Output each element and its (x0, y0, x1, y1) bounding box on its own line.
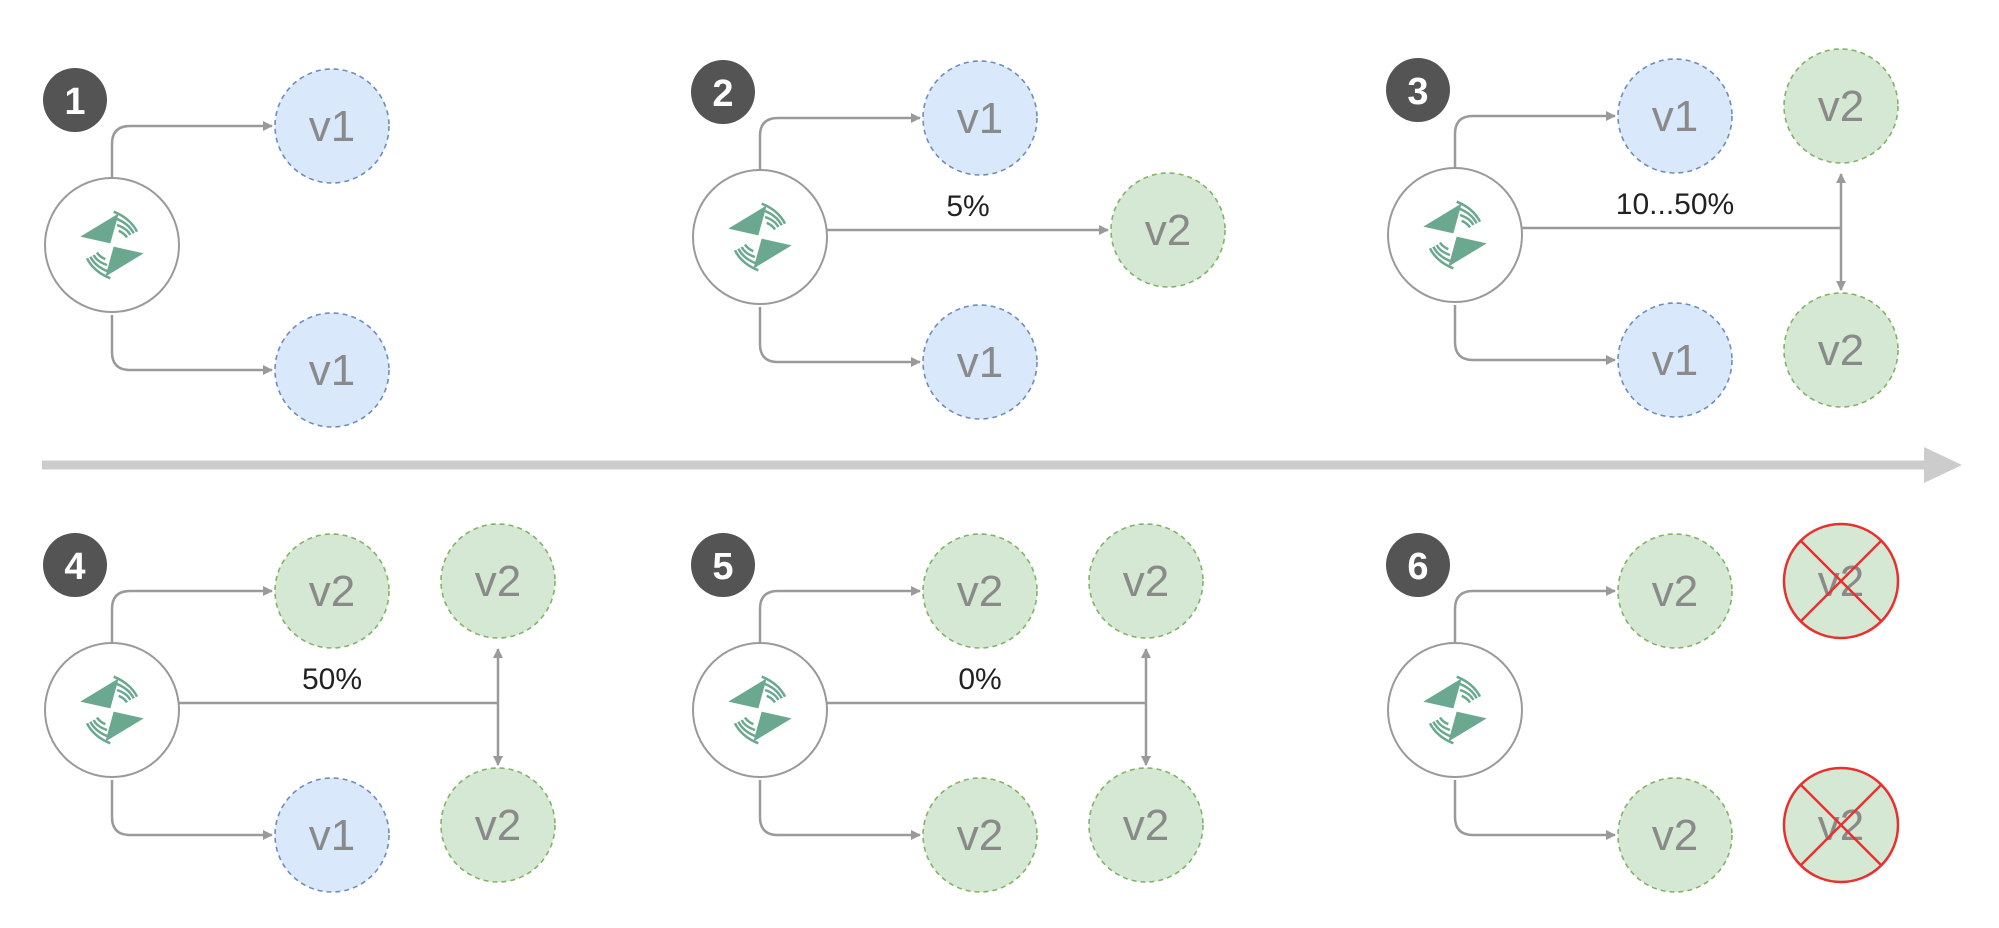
router-node (44, 177, 180, 313)
pod-bottom: v1 (274, 777, 390, 893)
pod-right-bottom-circle (1088, 767, 1204, 883)
pod-bottom-label: v2 (957, 811, 1003, 860)
pod-canary-label: v2 (1145, 206, 1191, 255)
step-badge: 4 (43, 533, 107, 597)
step-badge: 1 (43, 68, 107, 132)
removed-x-icon (1800, 784, 1882, 866)
traffic-weight-label: 10...50% (1616, 188, 1734, 221)
step-badge: 6 (1386, 533, 1450, 597)
router-node (692, 642, 828, 778)
step-panel-3: 3 10...50% v1 v1 v2 v2 (1386, 48, 1899, 418)
routing-connectors (110, 121, 273, 375)
step-panel-6: 6 v2 v2 v2 v2 (1386, 522, 1900, 893)
pod-bottom: v1 (274, 312, 390, 428)
pod-top-label: v2 (309, 567, 355, 616)
step-badge: 3 (1386, 58, 1450, 122)
pod-right-bottom-circle (440, 767, 556, 883)
pod-right-bottom: v2 (1783, 292, 1899, 408)
pod-top: v1 (274, 68, 390, 184)
pod-bottom: v1 (1617, 302, 1733, 418)
router-node (1387, 167, 1523, 303)
pod-bottom-label: v1 (309, 346, 355, 395)
traffic-weight-label: 0% (958, 663, 1001, 696)
pod-bottom-circle (922, 304, 1038, 420)
pod-bottom: v2 (1617, 777, 1733, 893)
router-node (692, 169, 828, 305)
pod-top-label: v1 (309, 102, 355, 151)
pod-right-top-label: v2 (475, 557, 521, 606)
pod-top: v1 (922, 60, 1038, 176)
pod-top: v2 (274, 533, 390, 649)
pod-right-bottom: v2 (1782, 766, 1900, 884)
step-badge: 2 (691, 60, 755, 124)
pod-top: v2 (922, 533, 1038, 649)
pod-right-top: v2 (440, 523, 556, 639)
timeline-arrow (42, 447, 1962, 483)
step-panel-2: 2 5% v1 v1 v2 (691, 60, 1226, 420)
pod-right-top: v2 (1088, 523, 1204, 639)
pod-bottom-circle (274, 777, 390, 893)
step-number: 1 (64, 81, 85, 123)
pod-right-bottom: v2 (440, 767, 556, 883)
pod-right-bottom: v2 (1088, 767, 1204, 883)
pod-right-top: v2 (1783, 48, 1899, 164)
step-number: 6 (1407, 546, 1428, 588)
pod-right-bottom-label: v2 (1818, 326, 1864, 375)
pod-right-top-circle (440, 523, 556, 639)
pod-bottom: v2 (922, 777, 1038, 893)
router-node (1387, 642, 1523, 778)
pod-top-circle (922, 533, 1038, 649)
step-number: 5 (712, 546, 733, 588)
pod-top: v2 (1617, 533, 1733, 649)
pod-canary-circle (1110, 172, 1226, 288)
pod-top: v1 (1617, 58, 1733, 174)
pod-bottom-circle (1617, 302, 1733, 418)
step-number: 3 (1407, 71, 1428, 113)
step-panel-5: 5 0% v2 v2 v2 v2 (691, 523, 1204, 893)
pod-bottom-circle (922, 777, 1038, 893)
pod-bottom: v1 (922, 304, 1038, 420)
pod-bottom-circle (1617, 777, 1733, 893)
pod-bottom-circle (274, 312, 390, 428)
pod-right-top: v2 (1782, 522, 1900, 640)
pod-right-bottom-circle (1783, 292, 1899, 408)
step-number: 2 (712, 73, 733, 115)
step-panel-1: 1 v1 v1 (43, 68, 390, 428)
pod-right-top-label: v2 (1818, 82, 1864, 131)
pod-top-circle (274, 68, 390, 184)
router-node (44, 642, 180, 778)
pod-right-bottom-label: v2 (1123, 801, 1169, 850)
pod-top-circle (1617, 58, 1733, 174)
pod-canary: v2 (1110, 172, 1226, 288)
removed-x-icon (1800, 540, 1882, 622)
step-badge: 5 (691, 533, 755, 597)
pod-top-label: v2 (957, 567, 1003, 616)
pod-top-label: v1 (1652, 92, 1698, 141)
pod-top-label: v2 (1652, 567, 1698, 616)
pod-right-top-circle (1783, 48, 1899, 164)
step-panel-4: 4 50% v2 v1 v2 v2 (43, 523, 556, 893)
pod-top-circle (922, 60, 1038, 176)
pod-top-label: v1 (957, 94, 1003, 143)
routing-connectors (1453, 586, 1616, 840)
pod-bottom-label: v2 (1652, 811, 1698, 860)
routing-connectors (110, 586, 503, 840)
routing-connectors (758, 113, 1109, 367)
traffic-weight-label: 5% (946, 190, 989, 223)
traffic-weight-label: 50% (302, 663, 362, 696)
pod-bottom-label: v1 (957, 338, 1003, 387)
routing-connectors (758, 586, 1151, 840)
pod-top-circle (274, 533, 390, 649)
routing-connectors (1453, 111, 1846, 365)
pod-bottom-label: v1 (309, 811, 355, 860)
pod-top-circle (1617, 533, 1733, 649)
pod-right-bottom-label: v2 (475, 801, 521, 850)
pod-right-top-circle (1088, 523, 1204, 639)
pod-bottom-label: v1 (1652, 336, 1698, 385)
step-number: 4 (64, 546, 85, 588)
pod-right-top-label: v2 (1123, 557, 1169, 606)
